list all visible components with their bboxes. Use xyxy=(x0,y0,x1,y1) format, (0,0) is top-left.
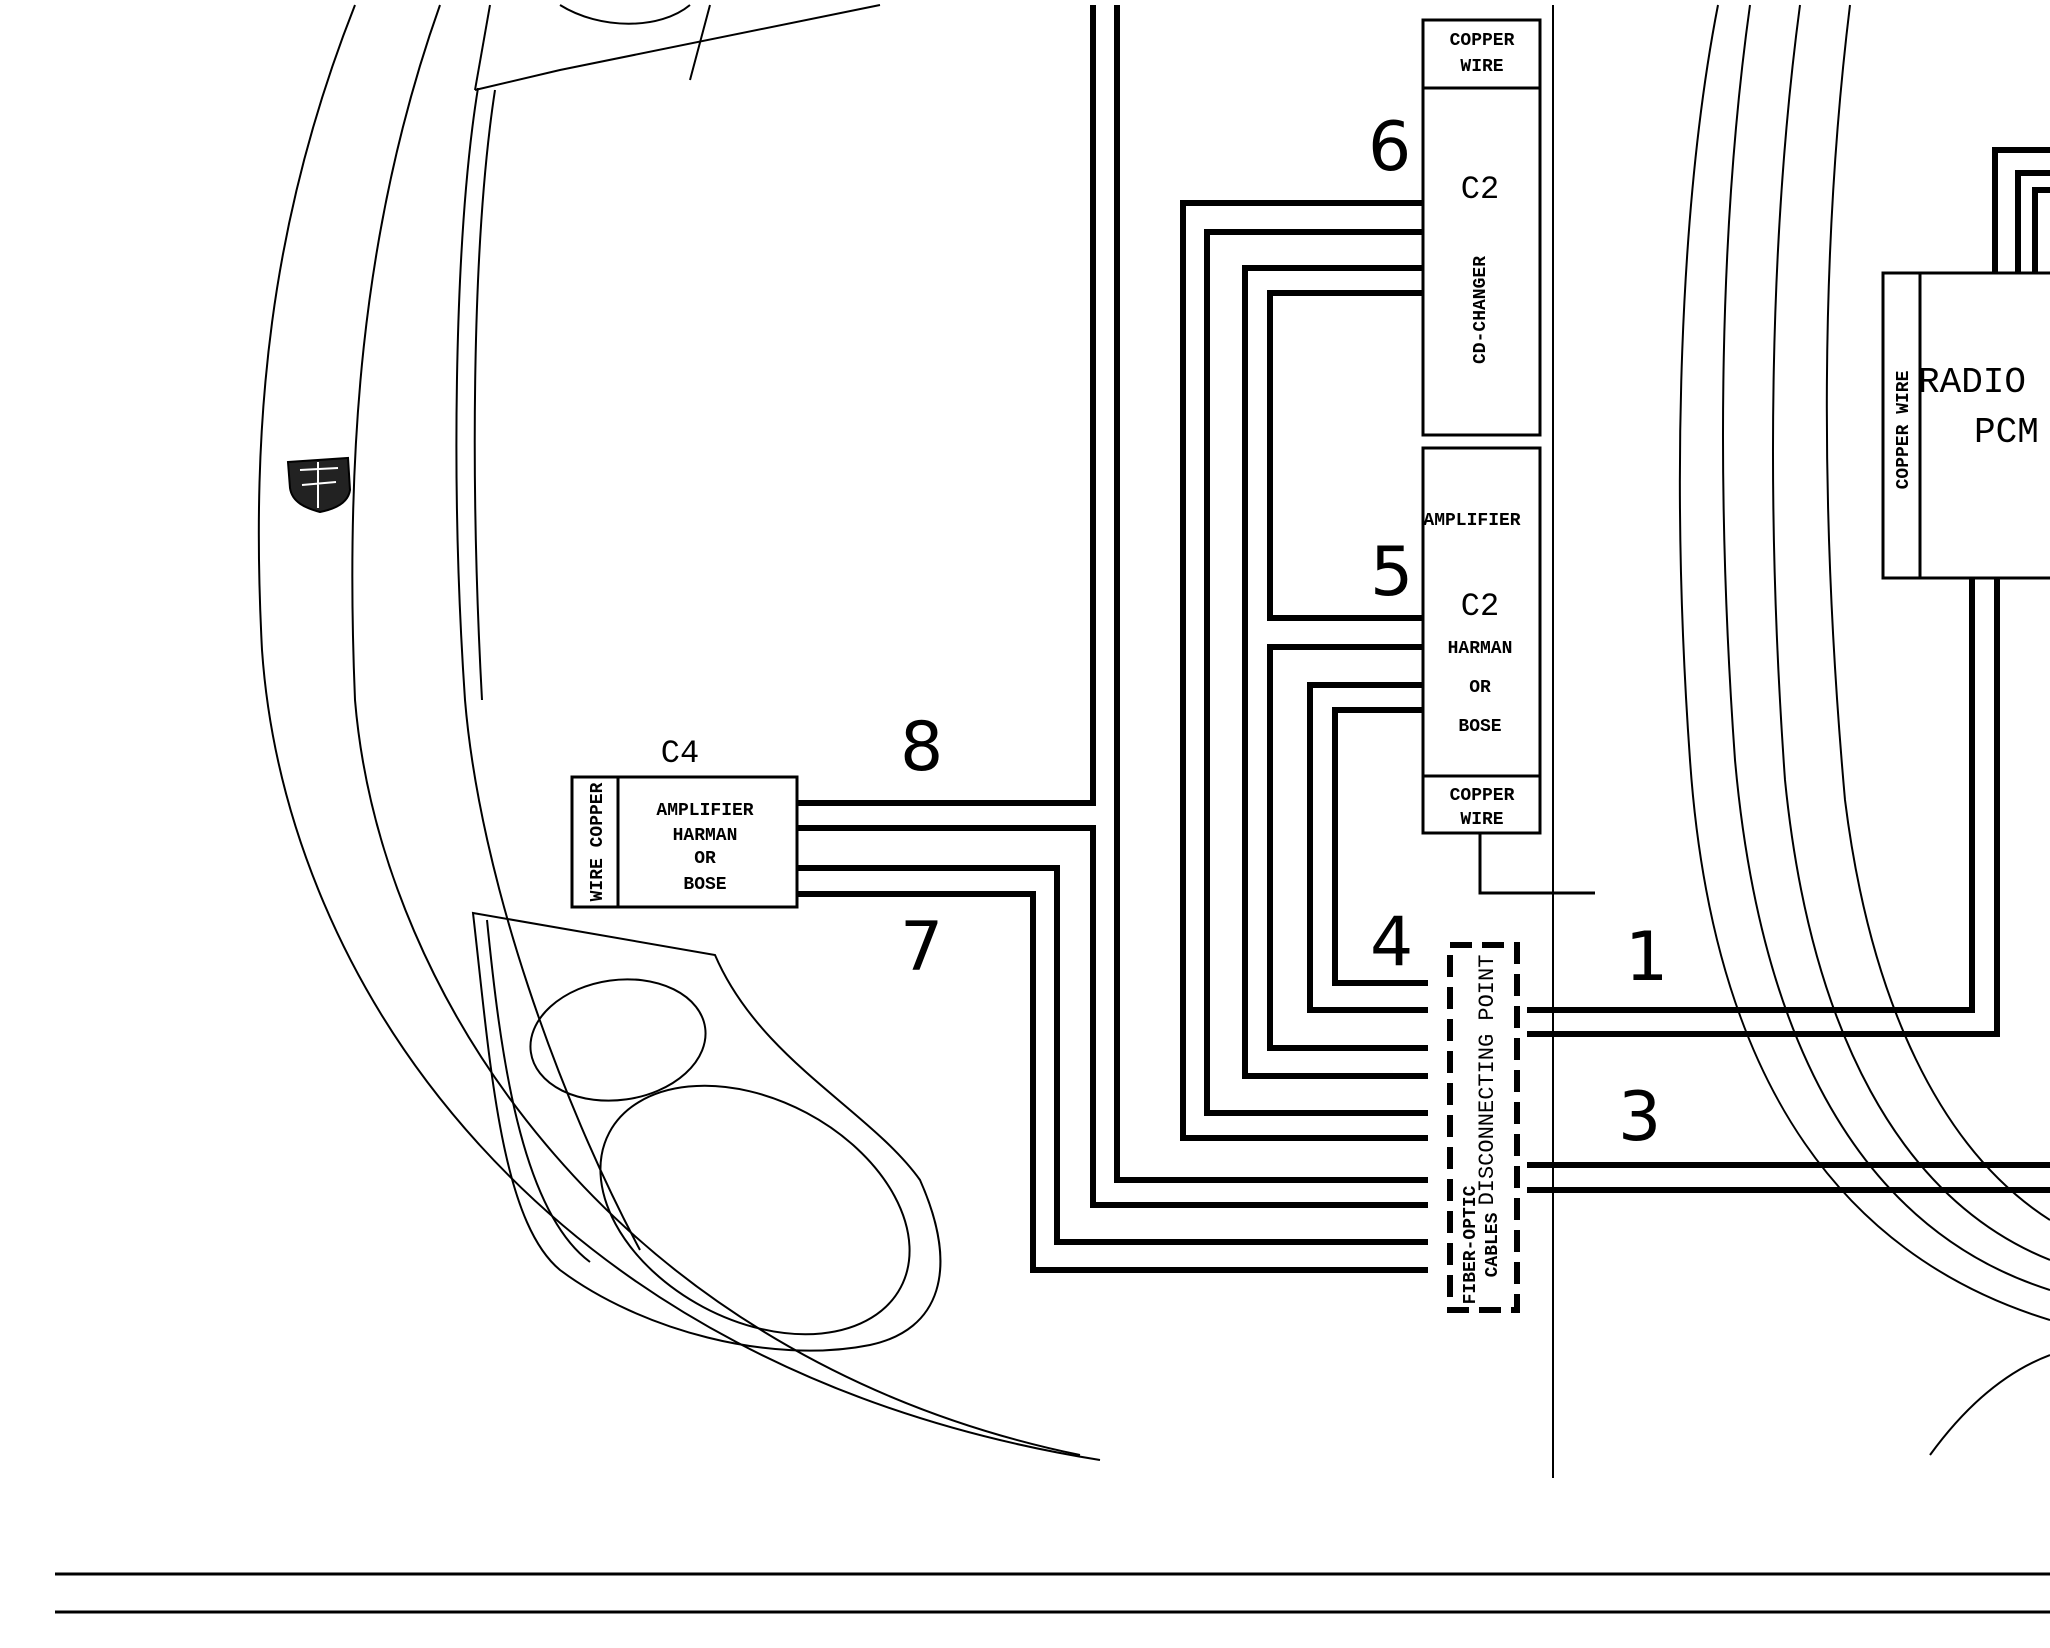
copper-wire-bottom-label-2: WIRE xyxy=(1460,810,1503,830)
copper-wire-top-label-2: WIRE xyxy=(1460,57,1503,77)
radio-pcm-module: COPPER WIRE RADIO PCM xyxy=(1881,271,2050,580)
c4-line-2: HARMAN xyxy=(673,826,738,846)
number-8: 8 xyxy=(900,708,943,787)
disconnecting-point: DISCONNECTING POINT FIBER-OPTIC CABLES xyxy=(1447,942,1520,1313)
number-1: 1 xyxy=(1625,918,1668,997)
number-4: 4 xyxy=(1370,903,1413,982)
car-body-outline xyxy=(257,4,1101,1461)
radio-label: RADIO xyxy=(1918,362,2026,403)
bottom-rules xyxy=(55,1572,2050,1614)
connector-numbers: 6 5 4 1 3 8 7 xyxy=(900,108,1668,1157)
fiber-optic-label-2: CABLES xyxy=(1483,1212,1503,1277)
c4-label: C4 xyxy=(661,735,699,772)
c4-line-1: AMPLIFIER xyxy=(656,801,753,821)
number-5: 5 xyxy=(1370,533,1413,612)
copper-wire-bottom-label-1: COPPER xyxy=(1450,786,1515,806)
amplifier-module: AMPLIFIER C2 HARMAN OR BOSE COPPER WIRE xyxy=(1421,446,1542,835)
rear-light-housing xyxy=(471,911,942,1352)
c4-amplifier-module: WIRE COPPER AMPLIFIER HARMAN OR BOSE C4 xyxy=(570,735,799,909)
copper-wire-link xyxy=(1478,832,1595,895)
fiber-optic-label-1: FIBER-OPTIC xyxy=(1461,1185,1481,1304)
c4-side-label: WIRE COPPER xyxy=(588,782,608,901)
cd-changer-c2-label: C2 xyxy=(1461,171,1499,208)
cd-changer-label: CD-CHANGER xyxy=(1471,256,1491,364)
pcm-label: PCM xyxy=(1974,412,2039,453)
copper-wire-top-label-1: COPPER xyxy=(1450,31,1515,51)
radio-side-label: COPPER WIRE xyxy=(1894,370,1914,489)
c4-line-4: BOSE xyxy=(683,875,726,895)
amplifier-c2-label: C2 xyxy=(1461,588,1499,625)
number-3: 3 xyxy=(1618,1078,1661,1157)
number-6: 6 xyxy=(1368,108,1411,187)
cd-changer-module: COPPER WIRE C2 CD-CHANGER xyxy=(1421,18,1542,437)
amplifier-or-label: OR xyxy=(1469,678,1491,698)
amplifier-bose-label: BOSE xyxy=(1458,717,1501,737)
amplifier-harman-label: HARMAN xyxy=(1448,639,1513,659)
fiber-optic-wiring xyxy=(795,5,2050,1273)
amplifier-title: AMPLIFIER xyxy=(1423,511,1520,531)
crest-icon xyxy=(286,456,352,514)
number-7: 7 xyxy=(900,908,943,987)
c4-line-3: OR xyxy=(694,849,716,869)
disconnecting-point-label: DISCONNECTING POINT xyxy=(1475,955,1500,1206)
